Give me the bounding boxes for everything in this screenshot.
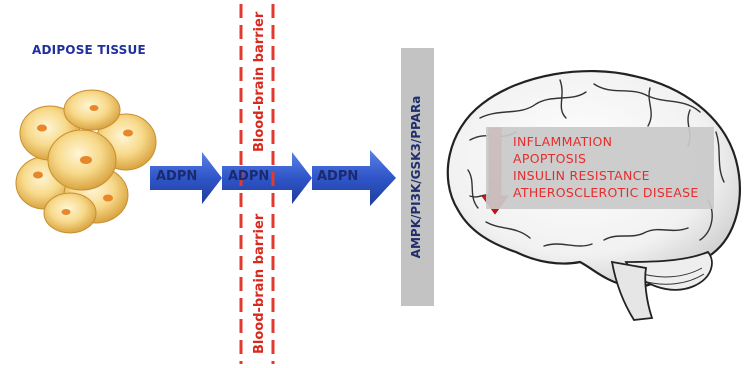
barrier-label-bottom: Blood-brain barrier: [252, 214, 270, 354]
effect-insulin-resistance: INSULIN RESISTANCE: [513, 168, 650, 183]
adpn-label-1: ADPN: [156, 169, 198, 184]
barrier-label-top: Blood-brain barrier: [252, 12, 270, 152]
adpn-label-2: ADPN: [228, 169, 270, 184]
effects-box: [486, 127, 714, 209]
effect-apoptosis: APOPTOSIS: [513, 151, 587, 166]
adpn-arrow-2: [222, 152, 312, 204]
adpn-arrow-3: [312, 150, 396, 206]
effect-inflammation: INFLAMMATION: [513, 134, 613, 149]
blood-brain-barrier-lines: [239, 4, 275, 364]
pathway-label: AMPK/PI3K/GSK3/PPARa: [409, 95, 423, 259]
adpn-arrow-1: [150, 152, 222, 204]
adpn-flow-arrows: [150, 150, 396, 206]
adipose-tissue-label: ADIPOSE TISSUE: [32, 43, 146, 57]
adpn-label-3: ADPN: [317, 169, 359, 184]
adipose-tissue-cells: [15, 89, 157, 234]
pathway-box: [401, 48, 434, 306]
effect-atherosclerotic-disease: ATHEROSCLEROTIC DISEASE: [513, 185, 699, 200]
